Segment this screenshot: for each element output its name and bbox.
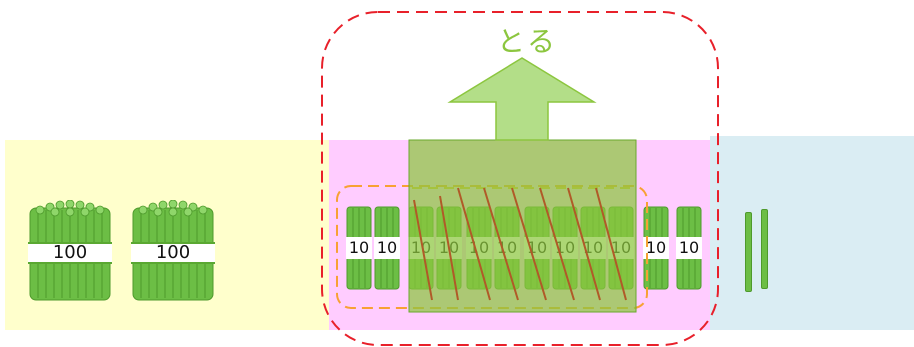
strike-line bbox=[457, 187, 491, 301]
strike-line bbox=[539, 187, 575, 301]
ten-bundle: 10 bbox=[676, 203, 702, 291]
ten-bundle-label: 10 bbox=[643, 237, 669, 259]
strike-line bbox=[483, 187, 519, 301]
hundred-bundle: 100 bbox=[131, 199, 215, 304]
hundred-bundle-label: 100 bbox=[28, 242, 112, 264]
ten-bundle: 10 bbox=[374, 203, 400, 291]
single-stick bbox=[761, 209, 768, 289]
take-selection-outline bbox=[321, 11, 719, 346]
hundred-bundle: 100 bbox=[28, 199, 112, 304]
ten-bundle: 10 bbox=[346, 203, 372, 291]
strike-line bbox=[567, 187, 601, 301]
strike-lines bbox=[413, 187, 627, 301]
take-label: とる bbox=[496, 25, 557, 58]
hundred-bundle-label: 100 bbox=[131, 242, 215, 264]
strike-line bbox=[511, 187, 547, 301]
ten-bundle-label: 10 bbox=[346, 237, 372, 259]
strike-line bbox=[439, 195, 459, 301]
ten-bundle-label: 10 bbox=[676, 237, 702, 259]
ten-bundle-label: 10 bbox=[374, 237, 400, 259]
up-arrow-icon bbox=[447, 57, 597, 141]
ten-bundle: 10 bbox=[643, 203, 669, 291]
strike-line bbox=[595, 187, 627, 301]
ones-region bbox=[710, 136, 914, 330]
strike-line bbox=[413, 199, 433, 301]
single-stick bbox=[745, 212, 752, 292]
